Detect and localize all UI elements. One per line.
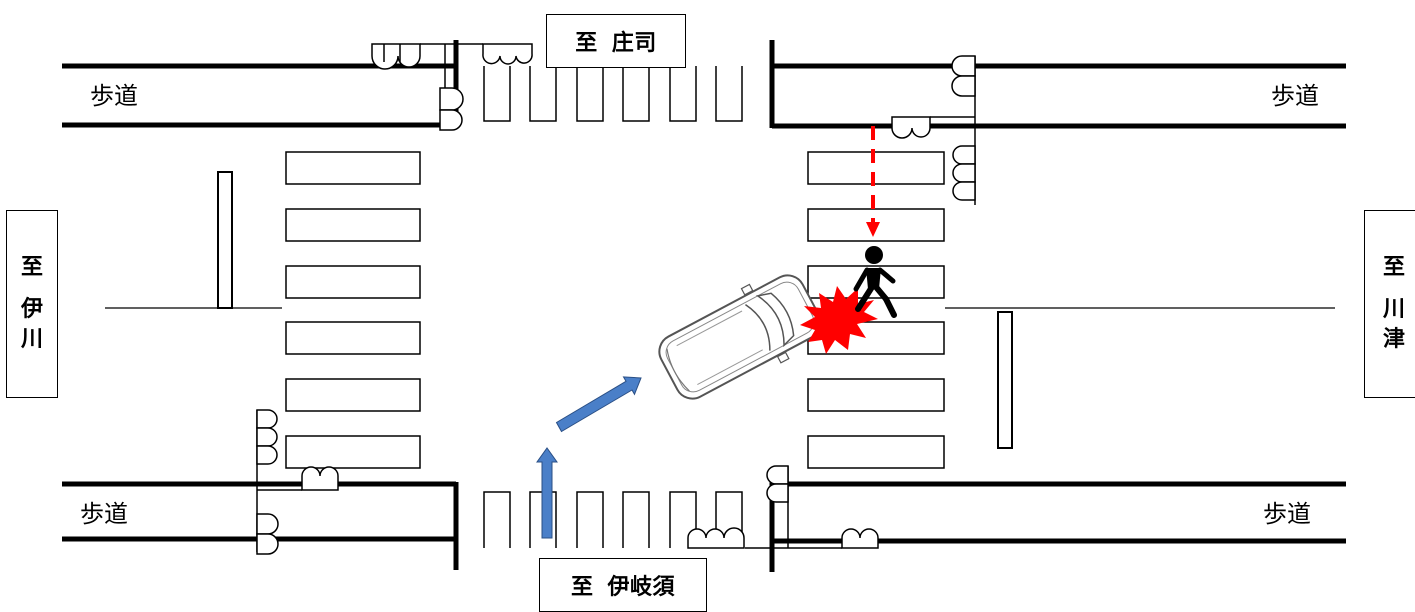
sidewalk-label-southwest: 歩道 bbox=[80, 500, 128, 528]
destination-east-char-2: 津 bbox=[1382, 326, 1405, 352]
median-east bbox=[997, 311, 1013, 449]
crosswalk-north bbox=[483, 66, 743, 122]
collision-burst-icon bbox=[800, 286, 878, 354]
walking-person-icon bbox=[853, 246, 897, 318]
road-edges bbox=[62, 40, 1346, 572]
crosswalk-east bbox=[807, 151, 945, 469]
median-west bbox=[217, 171, 233, 309]
destination-sign-south: 至 伊岐須 bbox=[539, 558, 707, 612]
destination-east-prefix: 至 bbox=[1382, 255, 1405, 281]
destination-west-prefix: 至 bbox=[20, 255, 43, 281]
destination-west-char-2: 川 bbox=[20, 326, 43, 352]
sidewalk-label-northwest: 歩道 bbox=[90, 82, 138, 110]
destination-north-prefix: 至 bbox=[575, 31, 598, 56]
traffic-signal-southeast bbox=[687, 465, 879, 549]
destination-south-prefix: 至 bbox=[570, 575, 594, 600]
traffic-signal-southwest bbox=[256, 409, 339, 555]
destination-east-char-1: 川 bbox=[1382, 297, 1405, 323]
crosswalk-west bbox=[285, 151, 421, 469]
traffic-signal-northeast bbox=[891, 55, 976, 205]
sidewalk-label-southeast: 歩道 bbox=[1263, 500, 1311, 528]
traffic-signal-northwest bbox=[371, 43, 533, 131]
destination-sign-east: 至 川 津 bbox=[1364, 210, 1415, 398]
destination-sign-west: 至 伊 川 bbox=[6, 210, 58, 398]
destination-sign-north: 至 庄司 bbox=[546, 14, 686, 68]
vehicle-path-arrows bbox=[536, 376, 642, 539]
destination-west-char-1: 伊 bbox=[20, 297, 43, 323]
diagonal-arrow-icon bbox=[555, 376, 642, 433]
car-icon bbox=[658, 274, 822, 400]
destination-north-place: 庄司 bbox=[611, 31, 657, 56]
pedestrian-path-arrow bbox=[866, 126, 880, 237]
destination-south-place: 伊岐須 bbox=[607, 575, 676, 600]
sidewalk-label-northeast: 歩道 bbox=[1271, 82, 1319, 110]
straight-arrow-icon bbox=[536, 447, 558, 539]
crosswalk-south bbox=[483, 491, 743, 548]
